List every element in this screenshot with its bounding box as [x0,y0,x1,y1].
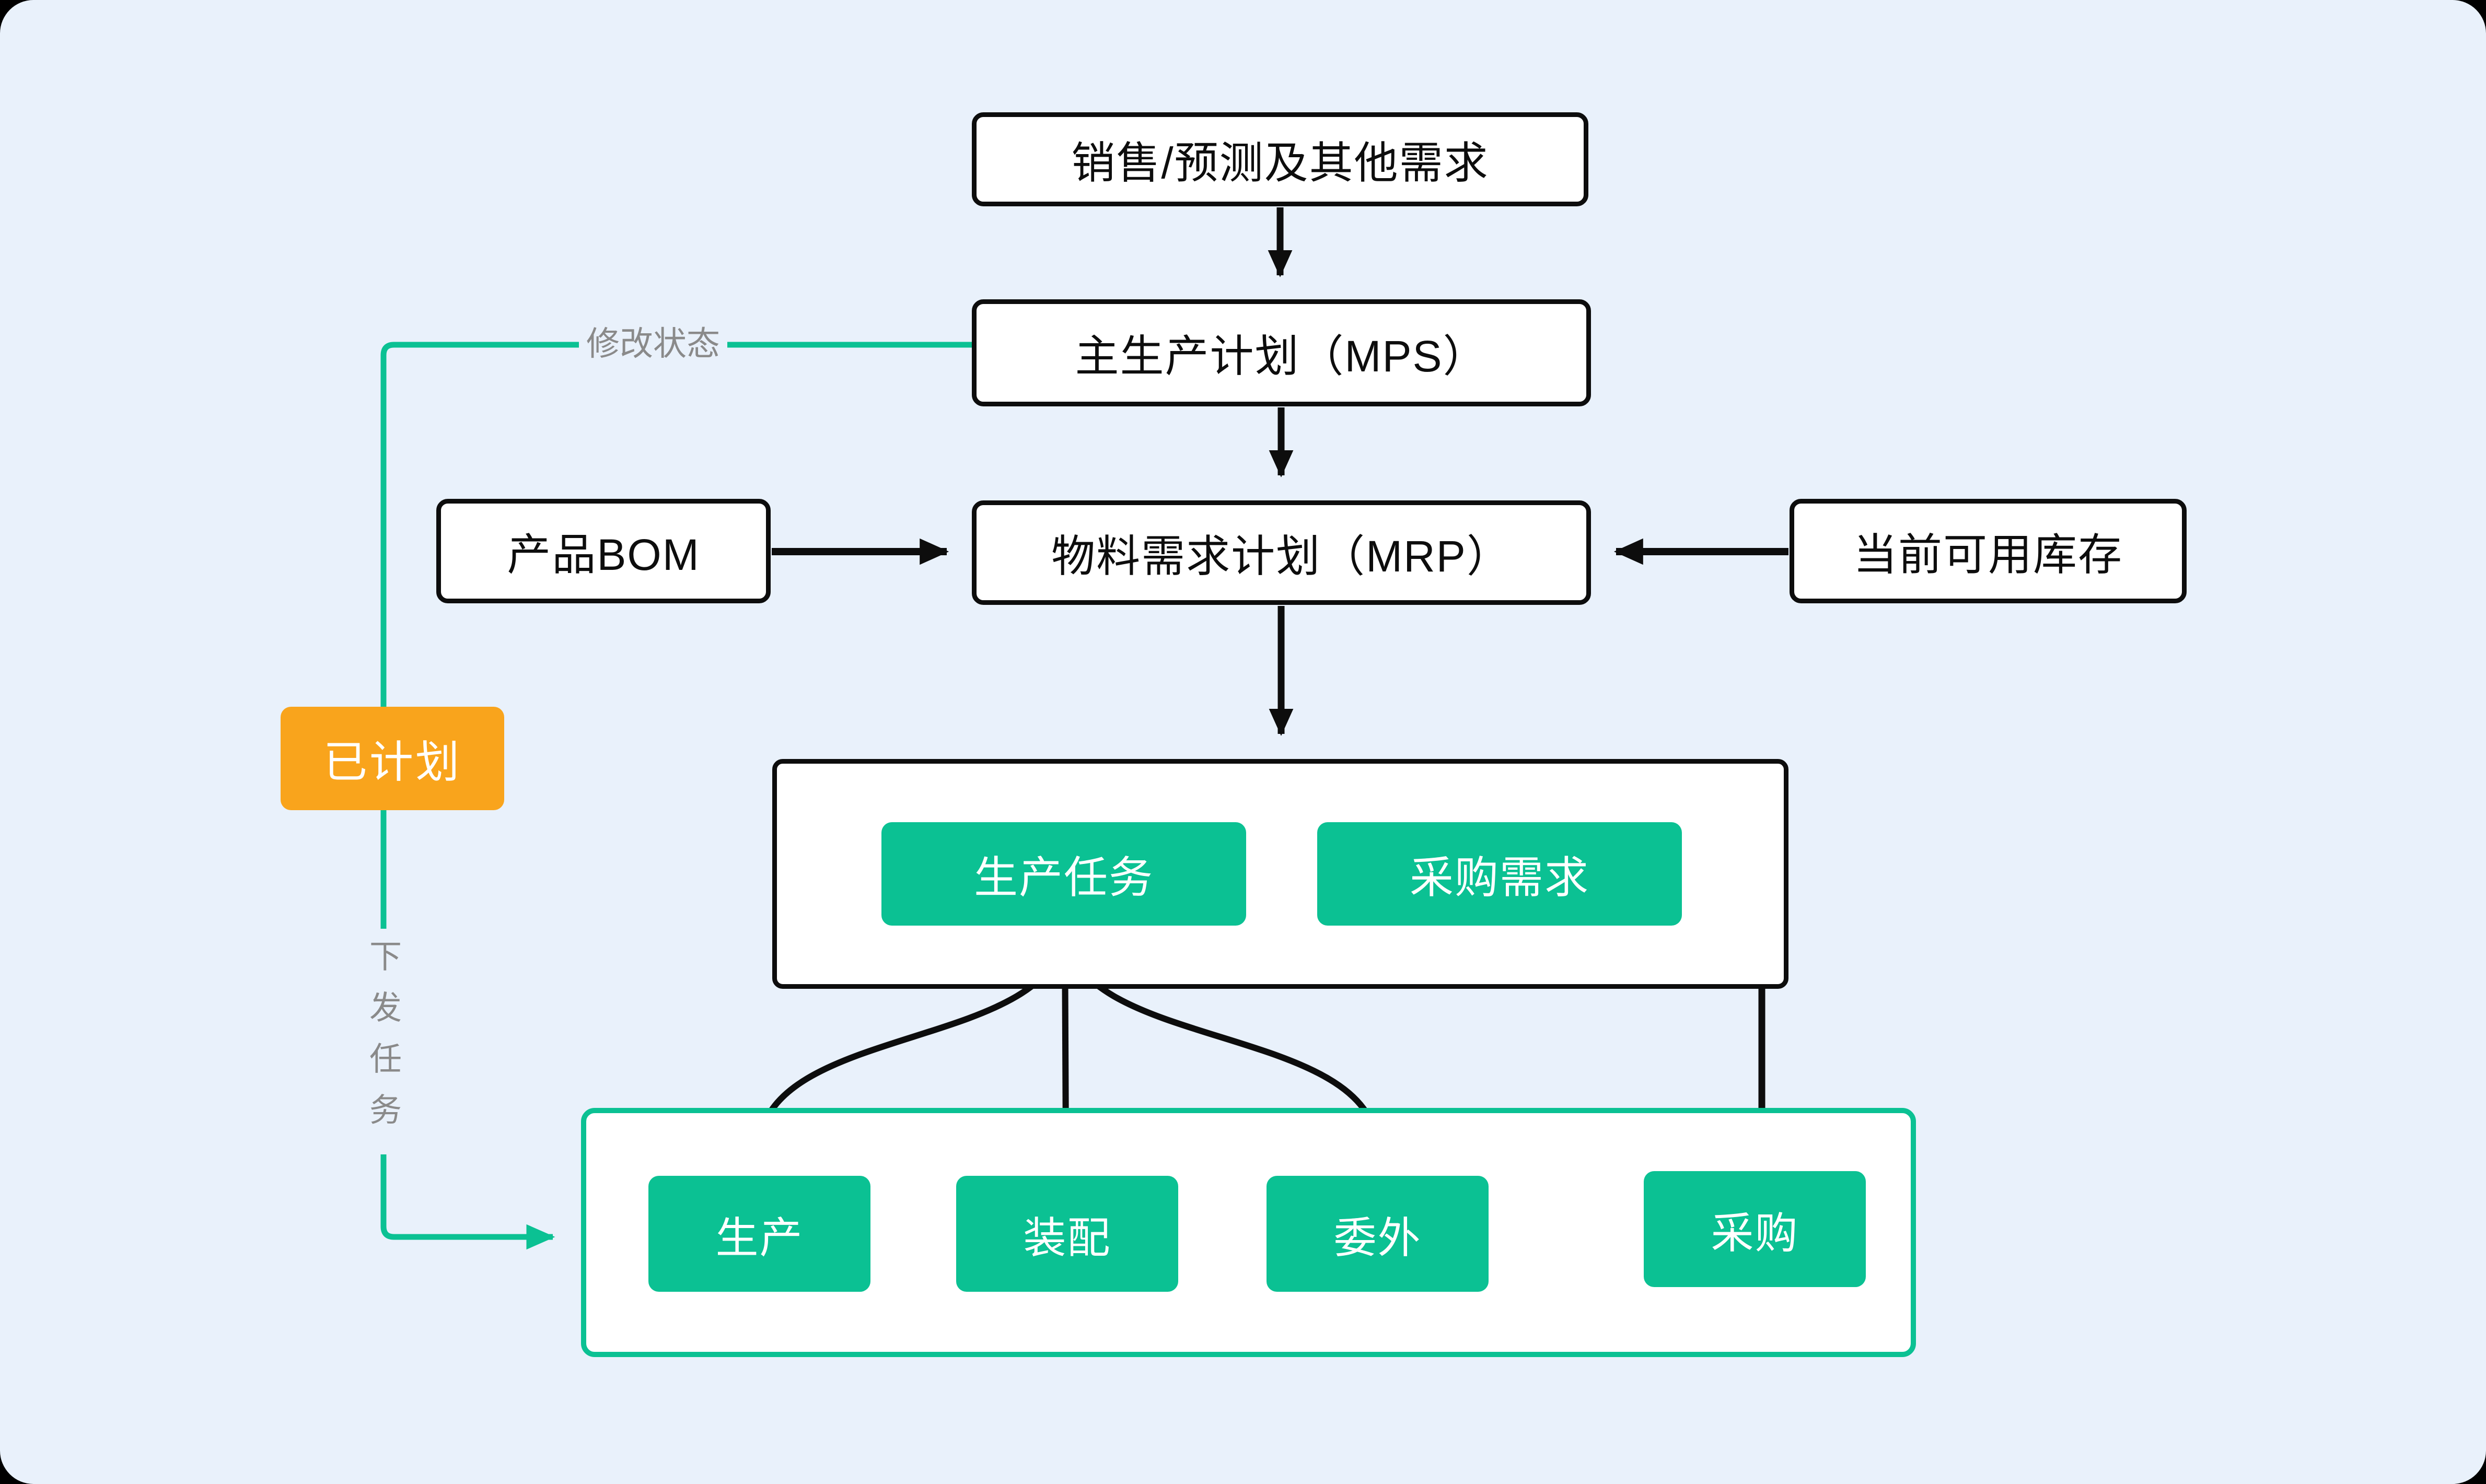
status-badge-planned: 已计划 [281,707,504,810]
node-available-inventory: 当前可用库存 [1790,499,2187,603]
node-master-production-schedule: 主生产计划（MPS） [972,299,1591,406]
node-production-task: 生产任务 [881,822,1246,926]
node-material-requirements-planning: 物料需求计划（MRP） [972,500,1591,605]
edge-label-dispatch-tasks: 下发任务 [363,929,401,1154]
node-sales-forecast-demand: 销售/预测及其他需求 [972,112,1588,206]
edge-label-modify-status: 修改状态 [579,323,727,365]
node-purchase: 采购 [1644,1171,1866,1287]
node-assembly: 装配 [956,1176,1178,1292]
node-production: 生产 [648,1176,870,1292]
node-outsourcing: 委外 [1267,1176,1489,1292]
node-purchase-request: 采购需求 [1317,822,1682,926]
node-product-bom: 产品BOM [436,499,771,603]
